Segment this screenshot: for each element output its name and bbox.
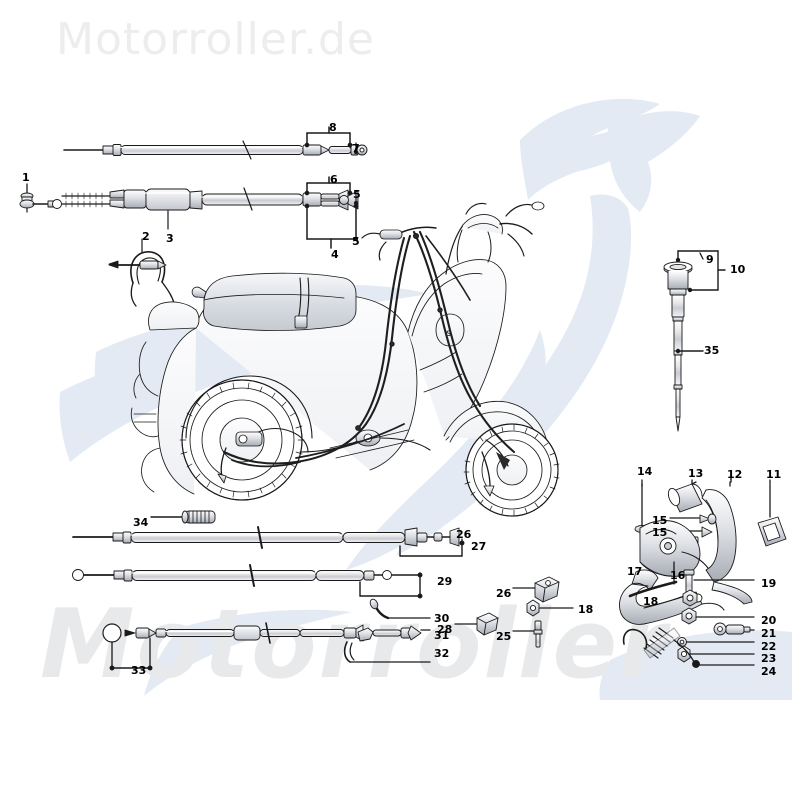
callout-8: 8: [329, 121, 337, 134]
callout-17: 17: [627, 565, 643, 578]
part-22-screw: [677, 637, 755, 647]
part-1-cable-nipple: [19, 183, 62, 213]
callout-34: 34: [133, 516, 149, 529]
callout-4: 4: [331, 248, 339, 261]
callout-1: 1: [22, 171, 30, 184]
cable-assembly-lower-1: [72, 510, 465, 557]
callout-19: 19: [761, 577, 777, 590]
cable-assembly-top: [63, 140, 368, 160]
callout-20: 20: [761, 614, 777, 627]
callout-13: 13: [688, 467, 704, 480]
callout-26: 26: [496, 587, 512, 600]
callout-10: 10: [730, 263, 746, 276]
part-25-stop-pin: [512, 620, 543, 648]
svg-text:s: s: [446, 328, 451, 339]
callout-16: 16: [670, 569, 686, 582]
callout-12: 12: [727, 468, 743, 481]
callout-5: 5: [353, 188, 361, 201]
part-10-dipstick: [663, 261, 693, 432]
part-11-gasket-plate: [757, 484, 787, 547]
part-20-washer-nut: [681, 607, 755, 625]
part-19-pivot-bolt: [683, 569, 755, 594]
part-17-clutch-lever-body: [619, 520, 725, 625]
callout-21: 21: [761, 627, 777, 640]
part-18-nut-middle: [526, 599, 574, 617]
part-30-hook-pin: [369, 598, 431, 620]
callout-28: 28: [437, 623, 453, 636]
leader-bracket-10: [675, 250, 726, 293]
callout-29: 29: [437, 575, 453, 588]
callout-24: 24: [761, 665, 777, 678]
part-2-clamp: [108, 238, 175, 307]
leader-7: [353, 142, 359, 155]
leader-5-lower: [353, 236, 359, 242]
callout-3: 3: [166, 232, 174, 245]
callout-6: 6: [330, 173, 338, 186]
callout-32: 32: [434, 647, 450, 660]
leader-9: [699, 252, 704, 260]
cable-clip-points: [355, 232, 443, 431]
leader-bracket-8: [304, 126, 353, 148]
leader-bracket-4: [304, 203, 359, 249]
callout-25: 25: [496, 630, 512, 643]
callout-27: 27: [471, 540, 487, 553]
part-12-lever-arm: [701, 475, 753, 605]
routed-cables: [222, 230, 516, 468]
callout-5b: 5: [352, 235, 360, 248]
callout-33: 33: [131, 664, 147, 677]
part-32-retaining-clip: [343, 641, 431, 663]
callout-7: 7: [352, 142, 360, 155]
callout-9: 9: [706, 253, 714, 266]
callout-15b: 15: [652, 526, 668, 539]
scooter-illustration: s: [130, 201, 560, 517]
watermark-top-text: Motorroller.de: [56, 14, 375, 65]
callout-30: 30: [434, 612, 450, 625]
callout-23: 23: [761, 652, 777, 665]
callout-18b: 18: [643, 595, 659, 608]
callout-14: 14: [637, 465, 653, 478]
leader-bracket-6: [304, 176, 353, 196]
callout-26b: 26: [456, 528, 472, 541]
part-26-clamp-block: [512, 576, 560, 603]
callout-31: 31: [434, 629, 450, 642]
leaders-11-14: [641, 475, 771, 487]
part-24-spring-rod: [622, 627, 755, 668]
callout-15: 15: [652, 514, 668, 527]
part-13-bushing: [667, 481, 703, 513]
part-23-nut-assembly: [677, 645, 755, 663]
part-18b-nut: [682, 589, 698, 607]
callout-22: 22: [761, 640, 777, 653]
leader-35: [675, 348, 704, 354]
cable-assembly-lower-2: [72, 564, 499, 636]
callout-11: 11: [766, 468, 782, 481]
cable-assembly-throttle: [61, 187, 359, 211]
callout-18: 18: [578, 603, 594, 616]
part-31-speedo-end: [357, 625, 431, 642]
callout-2: 2: [142, 230, 150, 243]
cable-assembly-speedo-33: [102, 622, 364, 671]
part-21-adjuster-barrel: [713, 622, 755, 636]
callout-35: 35: [704, 344, 720, 357]
